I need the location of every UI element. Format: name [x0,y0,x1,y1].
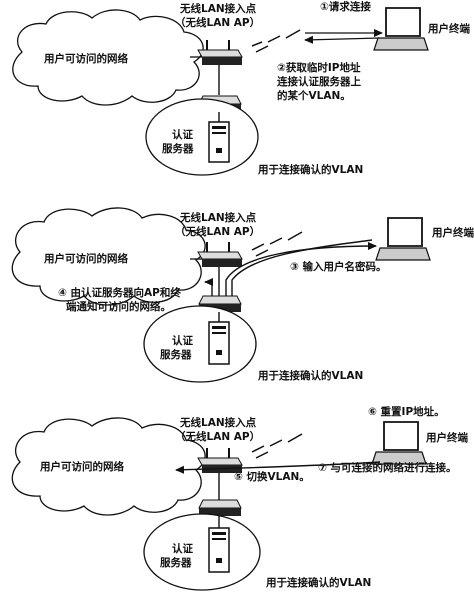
server-icon [208,527,230,573]
server-icon [208,121,230,163]
server-label-line2: 服务器 [160,348,192,361]
vlan-label: 用于连接确认的VLAN [257,163,363,176]
flow-arrow [304,35,381,44]
network-cloud [12,9,204,106]
flow-arrow [225,242,377,310]
step-1-label: ①请求连接 [320,0,371,13]
terminal-label: 用户终端 [425,431,468,444]
step-7-label: ⑦ 与可连接的网络进行连接。 [318,461,457,474]
ap-label-line2: （无线LAN AP） [175,225,260,238]
step-3-label: ③ 输入用户名密码。 [290,260,387,273]
server-label-line2: 服务器 [160,556,192,569]
panel-3: 用户可访问的网络 无线LAN接入点 （无线LAN AP） 用户终端 ⑥ 重置IP… [11,405,468,591]
vlan-ellipse [143,513,261,591]
wireless-signal-icon [251,29,301,53]
server-label-line1: 认证 [172,542,193,555]
wireless-signal-icon [251,433,303,459]
network-cloud [11,207,206,306]
vlan-ellipse [145,98,259,176]
flow-arrow [175,461,381,474]
terminal-label: 用户终端 [431,226,474,239]
server-label-line2: 服务器 [162,142,194,155]
server-label-line1: 认证 [172,128,193,141]
cloud-label: 用户可访问的网络 [43,52,128,65]
step-4-label-line1: ④ 由认证服务器向AP和终 [58,286,181,299]
server-label-line1: 认证 [172,334,193,347]
step-4-label-line2: 端通知可访问的网络。 [66,300,171,313]
ap-label-line2: （无线LAN AP） [175,16,260,29]
laptop-icon [373,7,429,51]
access-point-icon [197,40,243,65]
terminal-label: 用户终端 [427,22,470,35]
flow-arrow [228,239,373,311]
step-2-label-line1: ②获取临时IP地址 [277,61,361,74]
vlan-label: 用于连接确认的VLAN [257,369,363,382]
server-icon [208,321,230,365]
ap-label-line1: 无线LAN接入点 [179,2,257,15]
cloud-label: 用户可访问的网络 [39,460,124,473]
ap-label-line1: 无线LAN接入点 [179,211,257,224]
ap-label-line1: 无线LAN接入点 [179,416,257,429]
vlan-ellipse [143,305,257,383]
laptop-icon [371,421,427,465]
ap-label-line2: （无线LAN AP） [175,430,260,443]
vlan-label: 用于连接确认的VLAN [265,576,371,589]
step-5-label: ⑤ 切换VLAN。 [234,470,310,483]
step-2-label-line2: 连接认证服务器上 [277,75,361,88]
access-point-icon [197,242,243,267]
panel-2: 用户可访问的网络 无线LAN接入点 （无线LAN AP） 用户终端 ③ 输入用户… [11,207,474,383]
panel-1: 用户可访问的网络 无线LAN接入点 （无线LAN AP） ①请求连接 ②获取临时… [12,0,470,176]
wireless-signal-icon [251,231,303,257]
step-6-label: ⑥ 重置IP地址。 [368,405,445,418]
step-2-label-line3: 的某个VLAN。 [277,89,351,102]
cloud-label: 用户可访问的网络 [43,252,128,265]
switch-icon [198,499,242,516]
laptop-icon [375,217,431,261]
